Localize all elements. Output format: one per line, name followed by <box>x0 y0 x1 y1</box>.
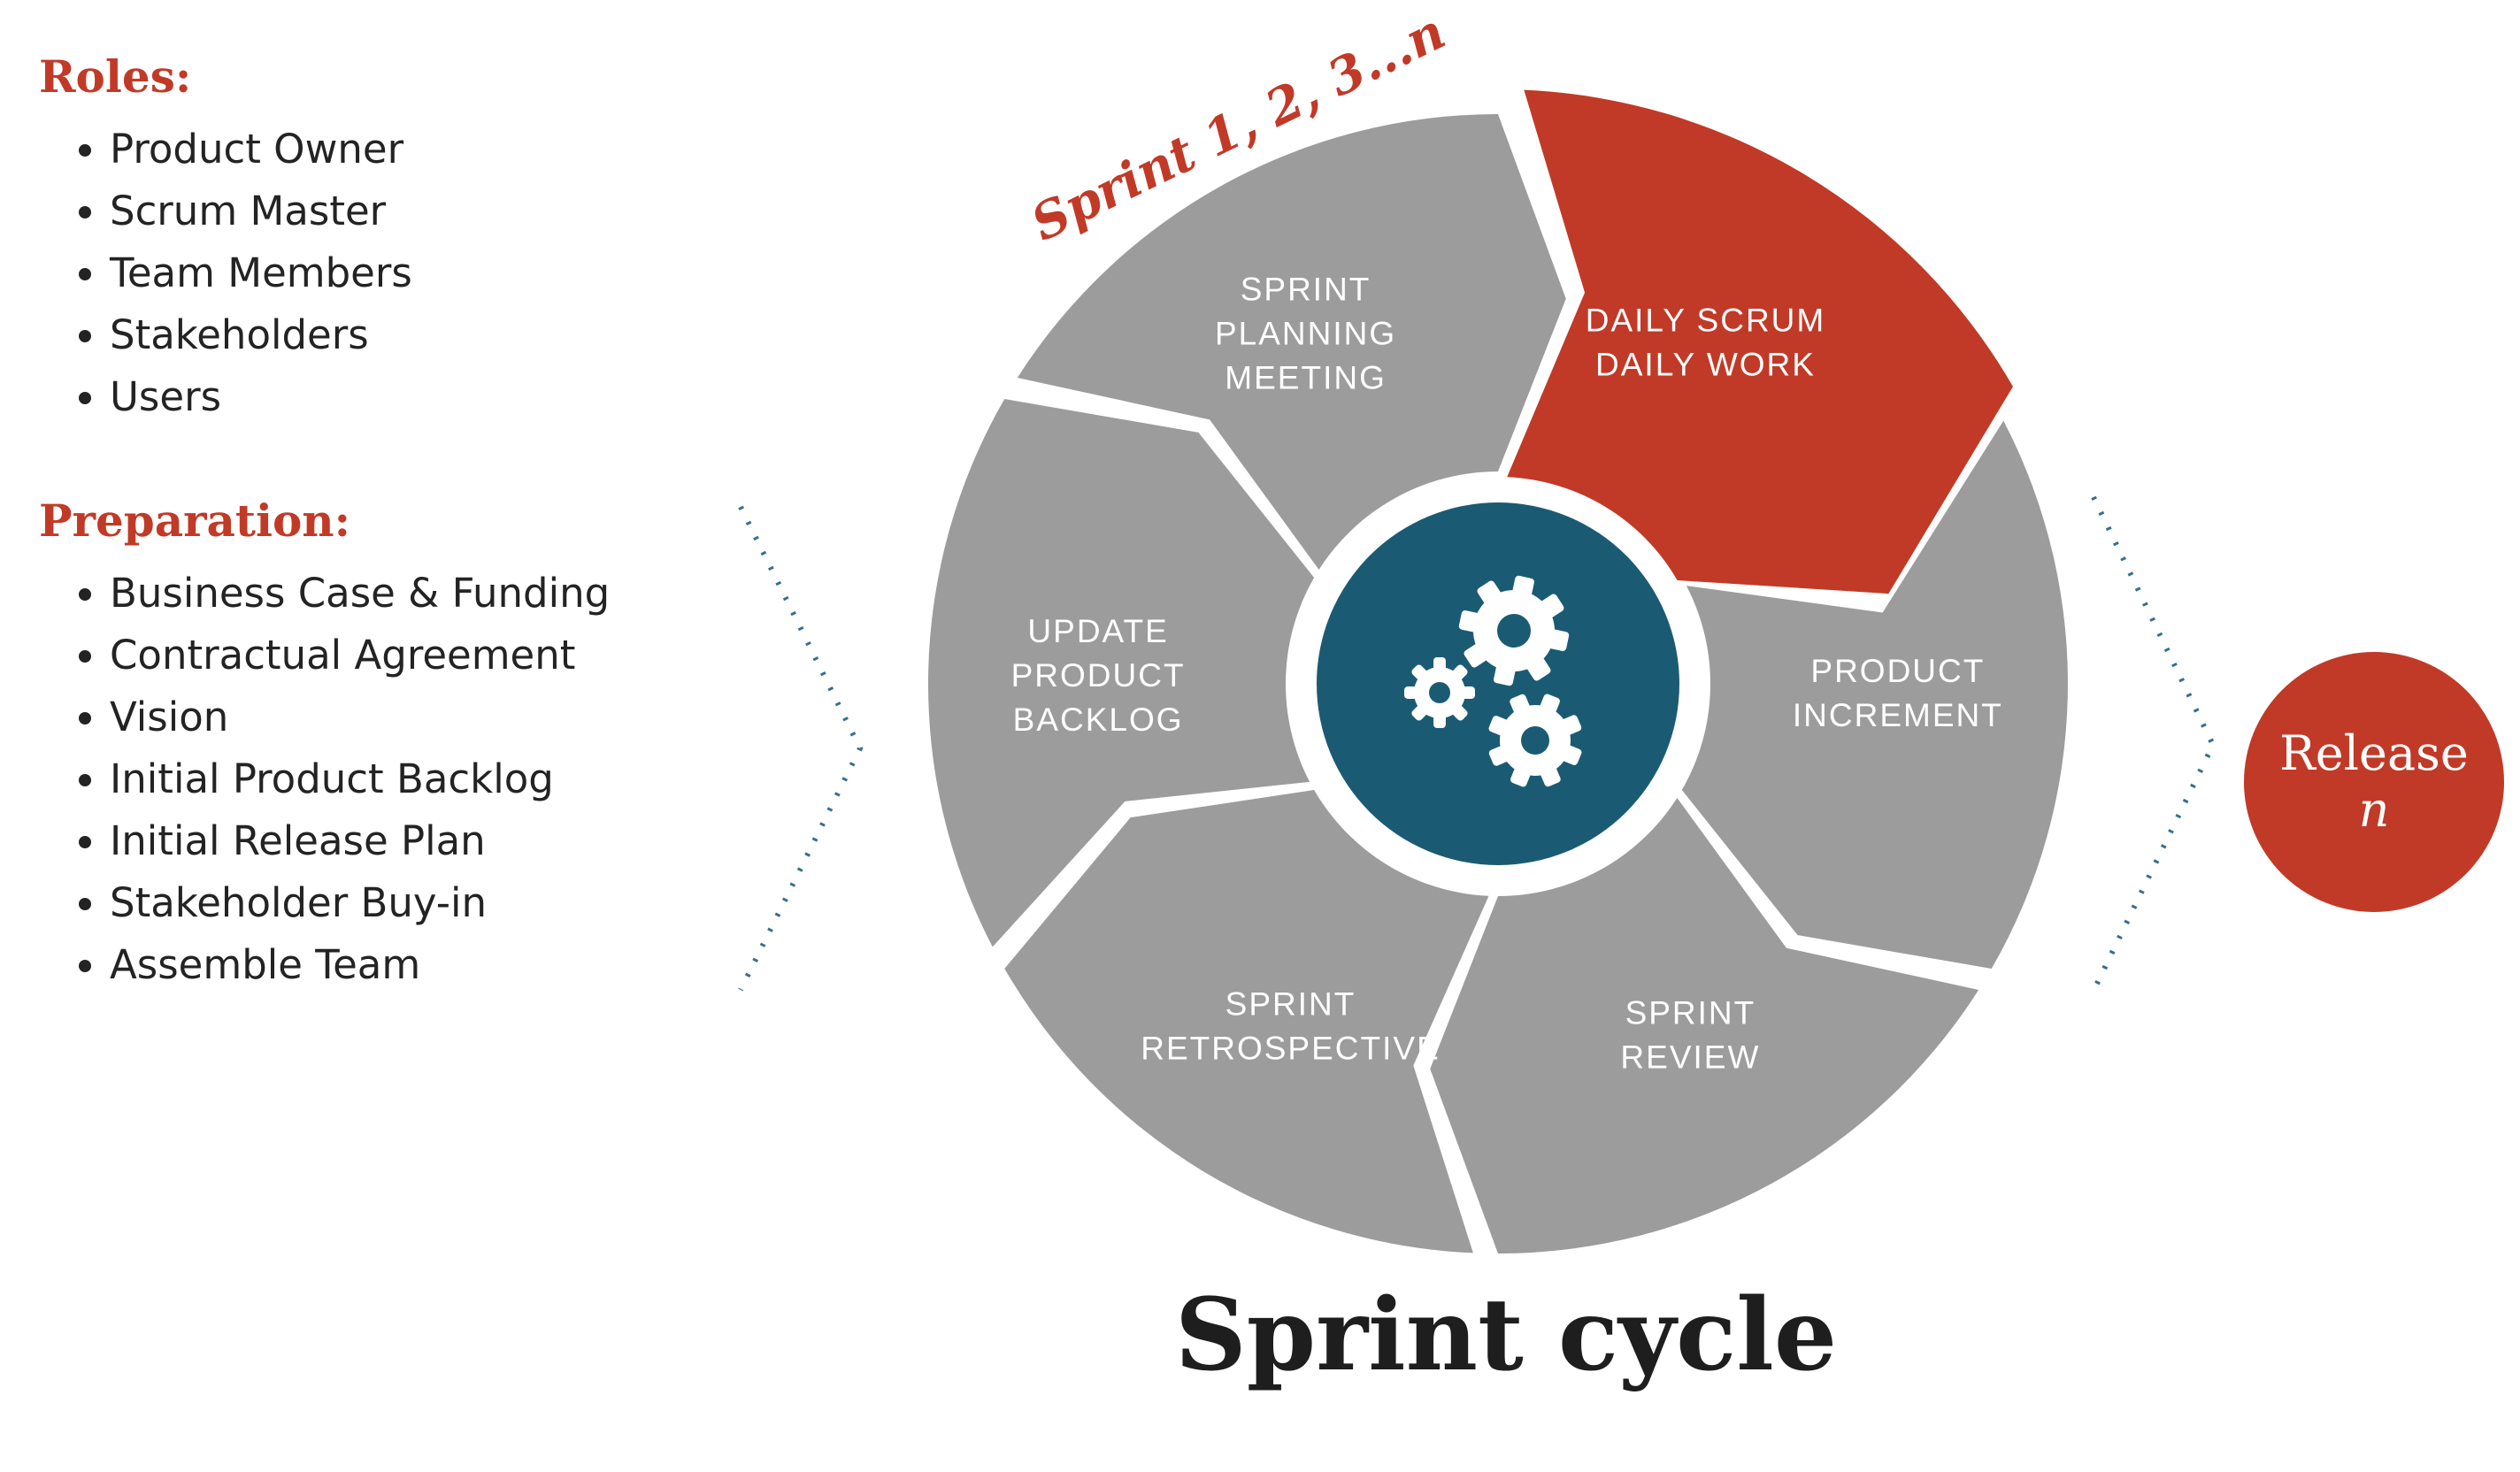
roles-heading: Roles: <box>39 50 192 103</box>
preparation-list: Business Case & Funding Contractual Agre… <box>39 563 800 996</box>
preparation-item: Stakeholder Buy-in <box>110 872 800 934</box>
segment-sprint-planning-meeting <box>1017 114 1566 571</box>
preparation-item: Business Case & Funding <box>110 563 800 625</box>
preparation-item: Initial Product Backlog <box>110 748 800 810</box>
roles-item: Scrum Master <box>110 180 800 242</box>
hub-circle <box>1317 502 1679 865</box>
release-badge: Release n <box>2244 652 2504 912</box>
roles-item: Stakeholders <box>110 304 800 366</box>
segment-sprint-review <box>1430 797 1979 1254</box>
preparation-heading: Preparation: <box>39 494 351 547</box>
segment-daily-scrum-daily-work <box>1507 89 2013 594</box>
roles-list: Product Owner Scrum Master Team Members … <box>39 119 800 428</box>
preparation-item: Initial Release Plan <box>110 810 800 872</box>
preparation-item: Vision <box>110 686 800 748</box>
gears-hub <box>1317 502 1679 865</box>
right-dashed-chevron-icon <box>2091 495 2217 993</box>
roles-item: Team Members <box>110 242 800 304</box>
preparation-item: Assemble Team <box>110 934 800 996</box>
segment-update-product-backlog <box>928 399 1315 947</box>
roles-item: Product Owner <box>110 119 800 180</box>
gear-icon <box>1404 657 1475 728</box>
gear-icon <box>1458 575 1570 686</box>
release-n-label: n <box>2358 782 2390 838</box>
preparation-item: Contractual Agreement <box>110 625 800 686</box>
segment-product-increment <box>1681 420 2068 969</box>
side-panel: Roles: Product Owner Scrum Master Team M… <box>39 50 800 1062</box>
roles-item: Users <box>110 366 800 428</box>
left-dashed-chevron-icon <box>738 505 864 992</box>
diagram-title: Sprint cycle <box>1174 1277 1838 1393</box>
segment-sprint-retrospective <box>1004 790 1489 1254</box>
gear-icon <box>1488 694 1582 787</box>
release-label: Release <box>2279 725 2469 781</box>
